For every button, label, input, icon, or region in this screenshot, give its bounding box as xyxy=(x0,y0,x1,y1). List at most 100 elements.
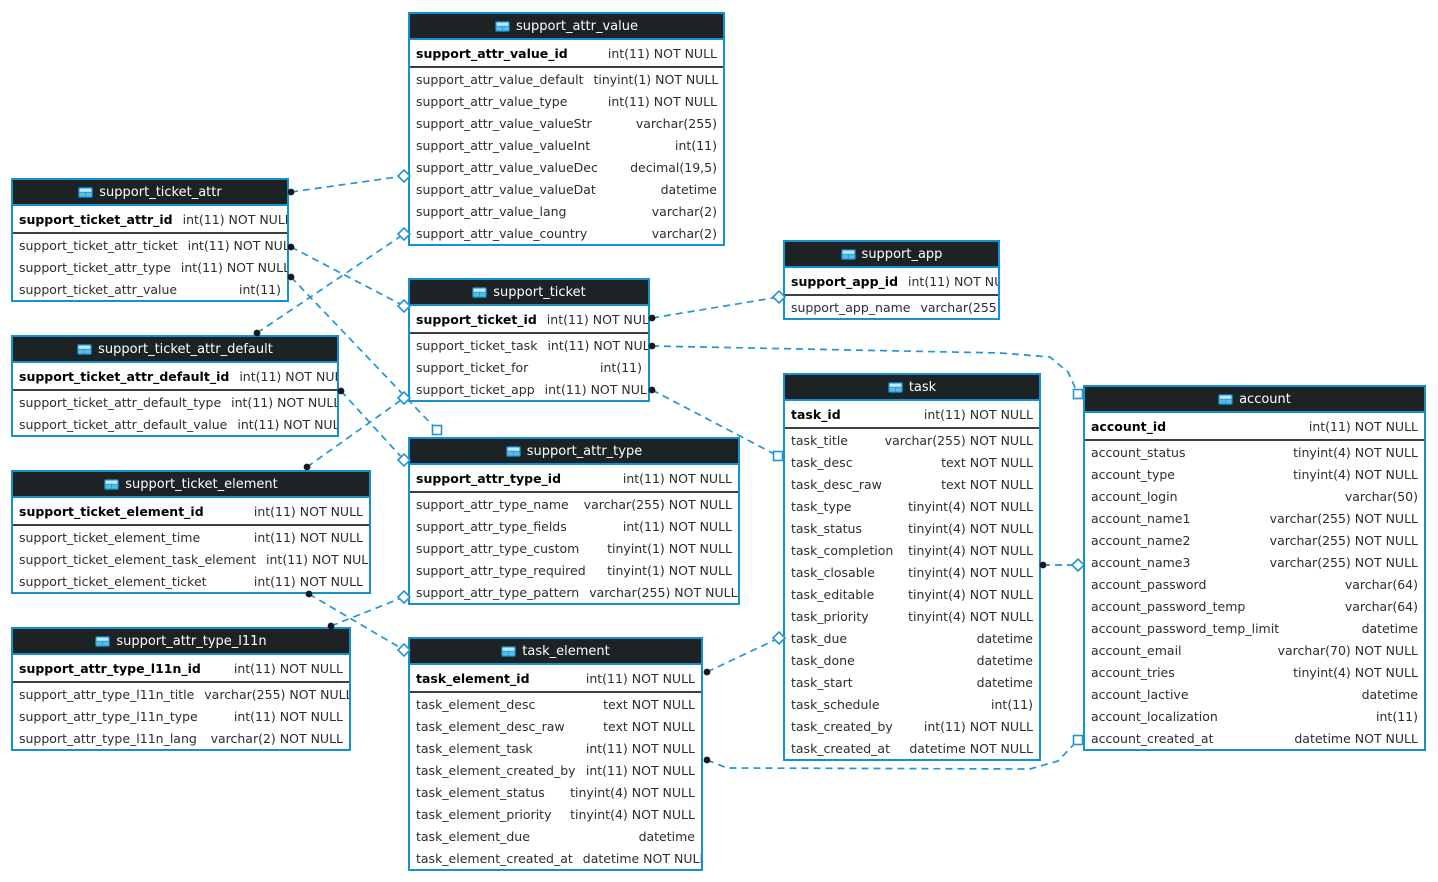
table-header[interactable]: support_attr_value xyxy=(410,14,723,40)
table-header[interactable]: account xyxy=(1085,387,1424,413)
relationship-line[interactable] xyxy=(651,296,780,319)
relationship-line[interactable] xyxy=(290,246,405,307)
relationship-line[interactable] xyxy=(706,637,780,673)
table-header[interactable]: support_ticket_attr xyxy=(13,180,287,206)
table-header[interactable]: support_ticket_attr_default xyxy=(13,337,337,363)
relationship-support_ticket-to-support_app[interactable] xyxy=(648,289,787,322)
table-header[interactable]: task_element xyxy=(410,639,701,665)
table-header[interactable]: support_attr_type xyxy=(410,439,738,465)
table-header[interactable]: task xyxy=(785,375,1039,401)
table-header[interactable]: support_app xyxy=(785,242,998,268)
relationship-line[interactable] xyxy=(290,175,405,193)
table-header[interactable]: support_ticket xyxy=(410,280,648,306)
relationship-task_element-to-task[interactable] xyxy=(703,630,787,676)
relationship-support_ticket_attr-to-support_attr_value[interactable] xyxy=(287,168,412,196)
relationship-line[interactable] xyxy=(340,390,405,461)
table-header[interactable]: support_ticket_element xyxy=(13,472,369,498)
relationship-line[interactable] xyxy=(330,596,405,627)
relationship-support_ticket_attr-to-support_ticket[interactable] xyxy=(287,243,412,314)
relationship-support_ticket_attr_default-to-support_attr_type[interactable] xyxy=(337,387,412,468)
relationship-task-to-account[interactable] xyxy=(1039,557,1086,573)
